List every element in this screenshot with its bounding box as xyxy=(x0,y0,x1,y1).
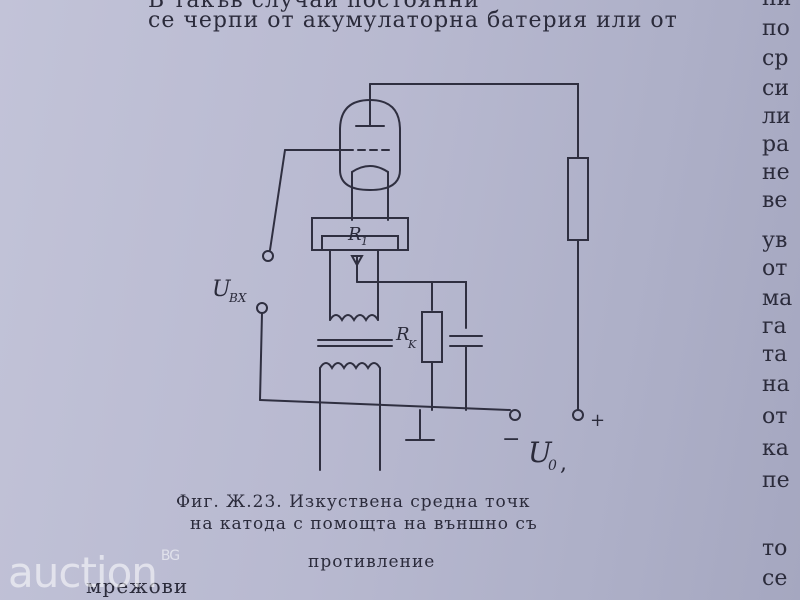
right-col-line: то xyxy=(762,536,788,561)
plus-label: + xyxy=(590,410,605,431)
u0-label: U xyxy=(528,436,553,469)
load-resistor xyxy=(567,157,589,241)
watermark-suffix: BG xyxy=(160,548,180,564)
right-col-line: по xyxy=(762,16,790,41)
u0-label-sub: 0 xyxy=(548,458,557,474)
input-terminal-top xyxy=(262,250,274,262)
right-col-line: не xyxy=(762,160,790,185)
rk-resistor xyxy=(421,311,443,363)
right-col-line: ув xyxy=(762,228,788,253)
transformer-secondary xyxy=(329,314,379,322)
r1-label-sub: 1 xyxy=(361,235,368,248)
right-col-line: ра xyxy=(762,132,790,157)
right-col-line: га xyxy=(762,314,787,339)
right-col-line: на xyxy=(762,372,790,397)
uvx-label-sub: BX xyxy=(228,291,247,305)
figure-caption-line-1: Фиг. Ж.23. Изкуствена средна точк xyxy=(176,492,531,512)
figure-caption-line-3: противление xyxy=(308,552,436,572)
top-text-line-1: В такъв случай постоянни xyxy=(148,0,480,13)
right-col-line: ср xyxy=(762,46,789,71)
input-terminal-bottom xyxy=(256,302,268,314)
right-col-line: от xyxy=(762,404,788,429)
right-col-line: си xyxy=(762,76,789,101)
right-col-line: ли xyxy=(762,104,791,129)
top-text-line-2: се черпи от акумулаторна батерия или от xyxy=(148,8,678,33)
right-col-line: ве xyxy=(762,188,788,213)
right-col-line: ка xyxy=(762,436,789,461)
transformer-primary xyxy=(319,362,381,370)
anode-wire xyxy=(369,83,579,159)
right-col-line: та xyxy=(762,342,788,367)
figure-caption-line-2: на катода с помощта на външно съ xyxy=(190,514,538,534)
right-col-line: ни xyxy=(762,0,791,11)
tube-cathode xyxy=(351,165,389,173)
r1-label: R xyxy=(347,224,362,245)
right-col-line: се xyxy=(762,566,788,591)
u0-label-comma: , xyxy=(560,451,567,476)
right-col-line: пе xyxy=(762,468,790,493)
bottom-text: мрежови xyxy=(86,574,189,598)
rk-label-sub: K xyxy=(407,338,417,351)
minus-terminal xyxy=(509,409,521,421)
watermark-text: auction xyxy=(8,548,158,597)
uvx-label: U xyxy=(212,277,232,302)
minus-label: − xyxy=(502,427,520,452)
right-col-line: ма xyxy=(762,286,793,311)
rk-label: R xyxy=(395,324,410,345)
plus-terminal xyxy=(572,409,584,421)
right-col-line: от xyxy=(762,256,788,281)
